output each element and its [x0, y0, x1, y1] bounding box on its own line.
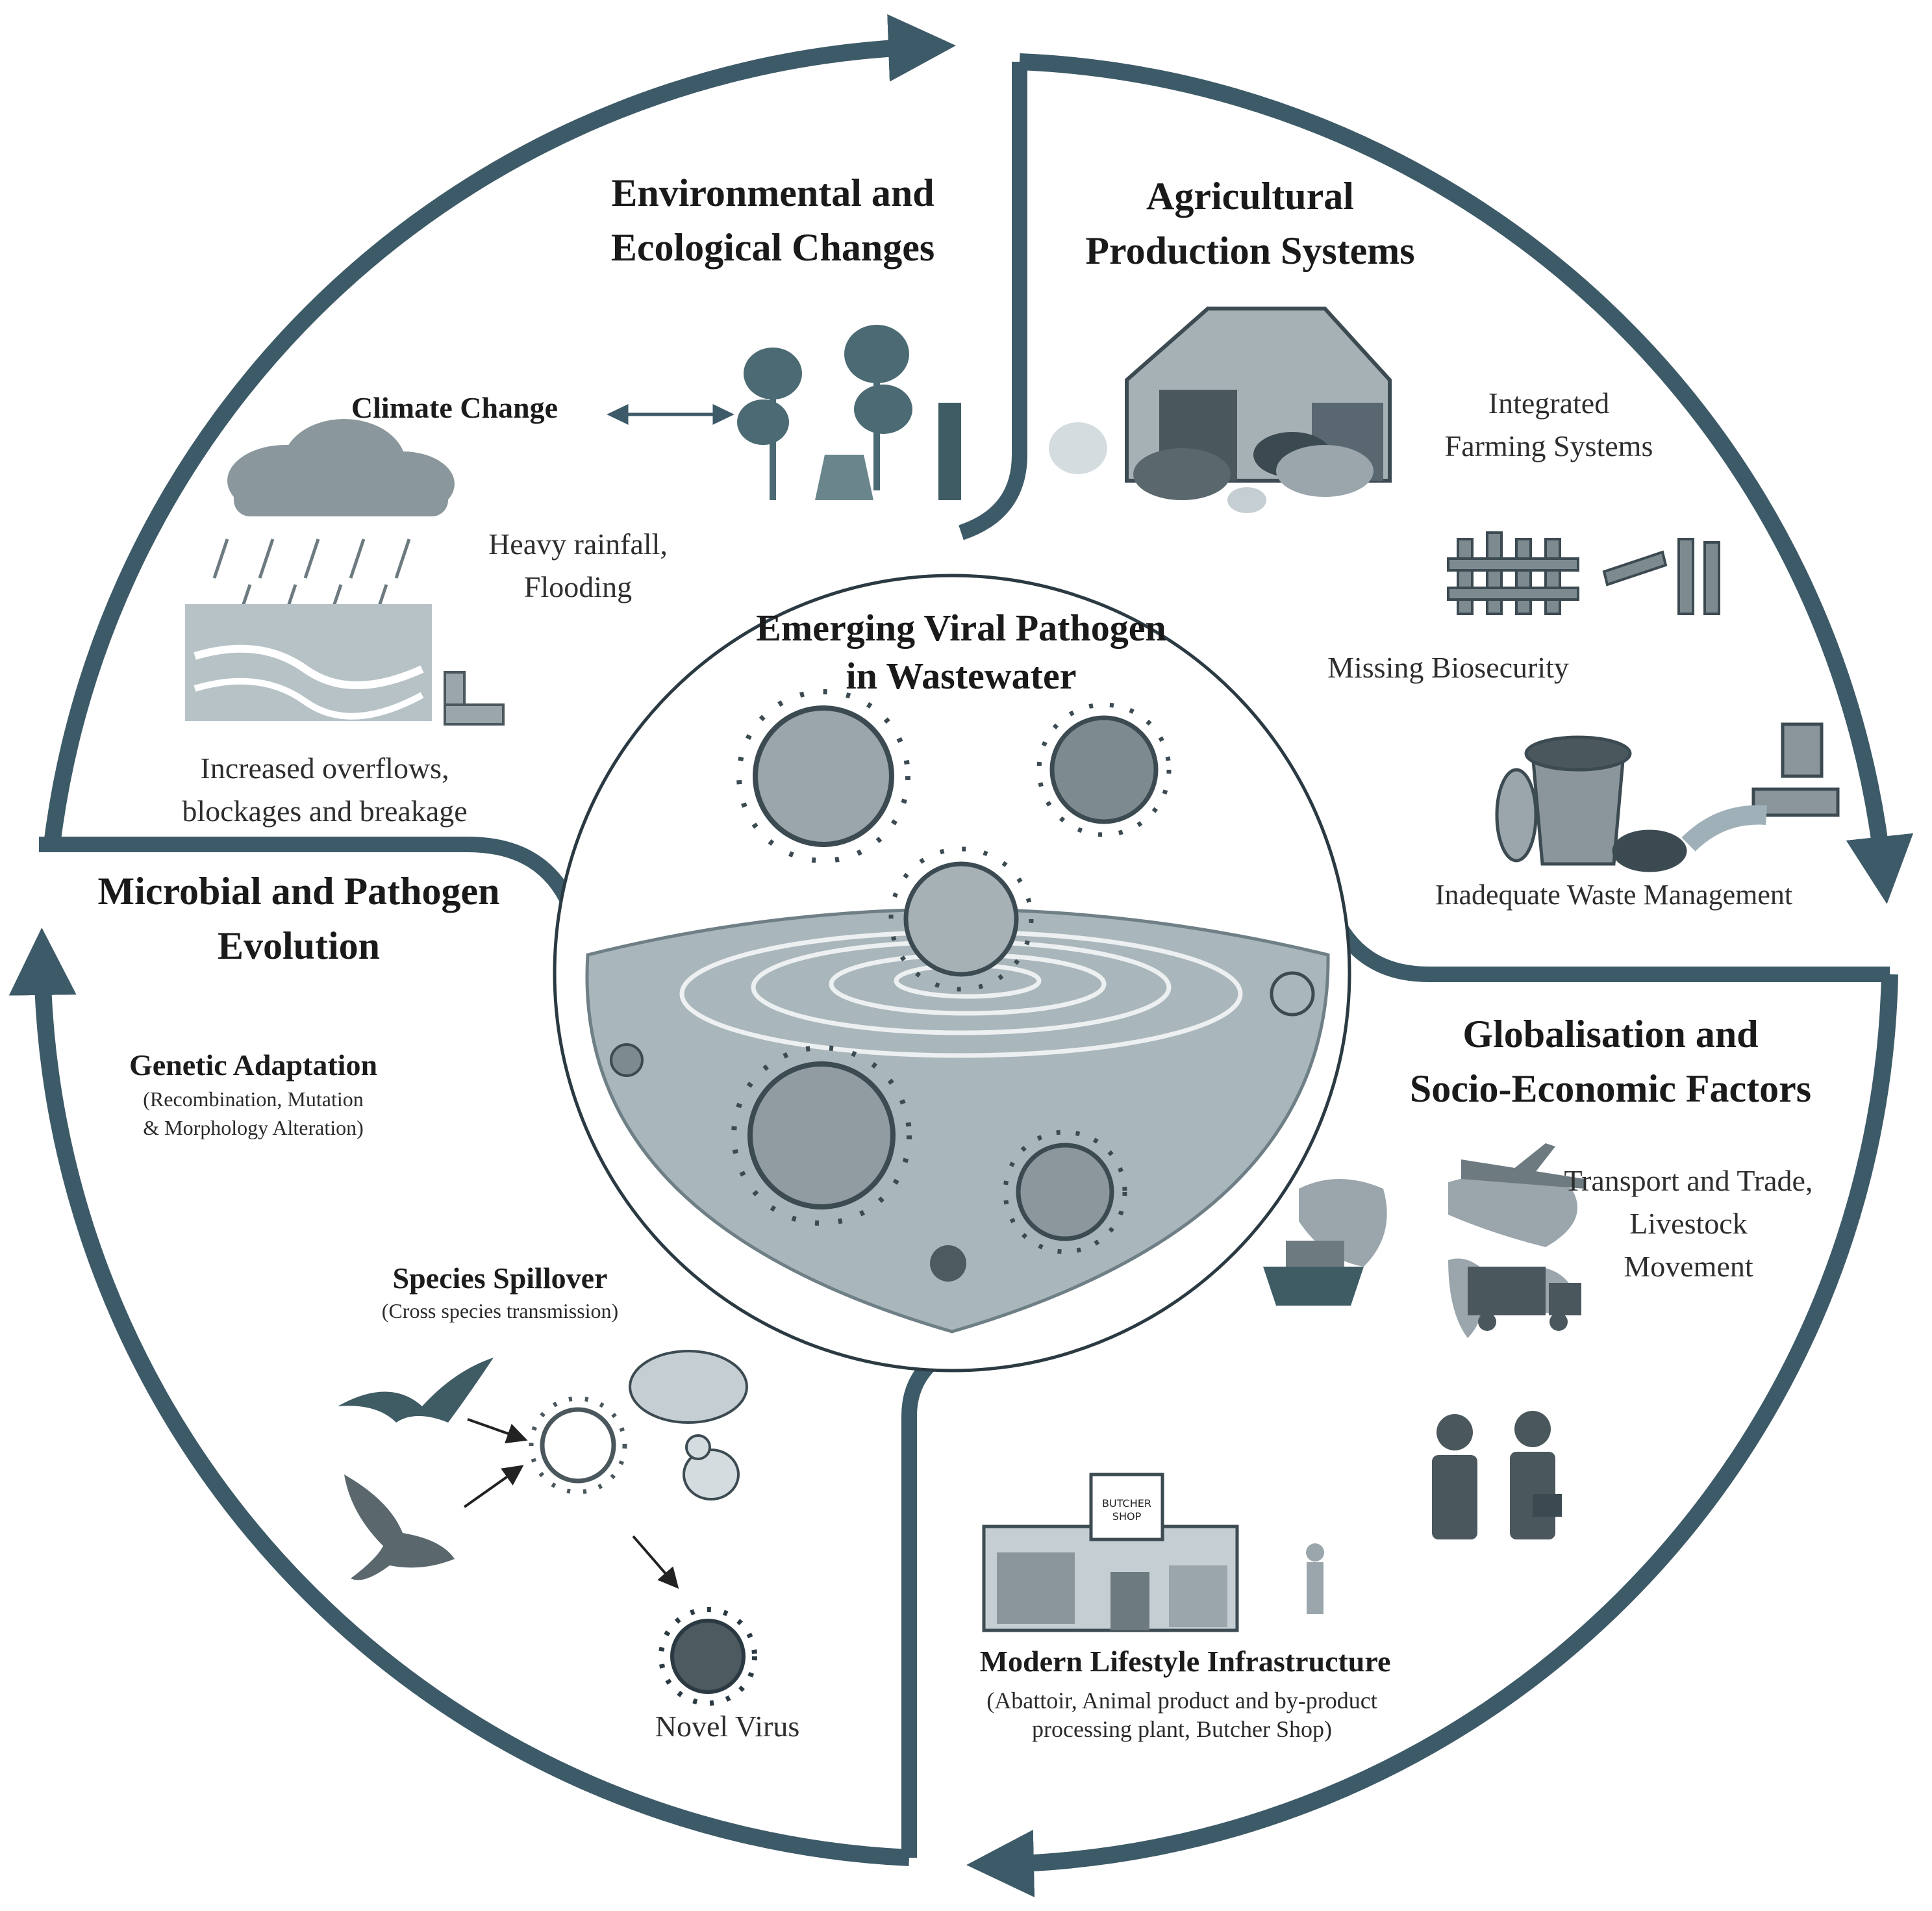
lifestyle-note: (Abattoir, Animal product and by-product… [986, 1688, 1377, 1742]
bat-icon [338, 1358, 494, 1423]
divider-bottom [901, 1330, 983, 1858]
double-arrow-icon [607, 404, 734, 425]
pig-icon [629, 1350, 748, 1424]
novel-virus-label: Novel Virus [655, 1710, 800, 1743]
virus-medium-2 [1003, 1130, 1127, 1254]
virus-center [888, 846, 1034, 992]
cloud-icon [227, 419, 455, 516]
truck-icon [1468, 1267, 1581, 1331]
lifestyle-label: Modern Lifestyle Infrastructure [979, 1645, 1391, 1678]
center-title: Emerging Viral Pathogen in Wastewater [756, 607, 1166, 697]
arrow-left [8, 928, 910, 1866]
virus-small [610, 971, 1315, 1282]
airplane-icon [1461, 1143, 1585, 1189]
handshake-icon [1432, 1411, 1562, 1539]
species-spillover-label: Species Spillover [392, 1261, 608, 1295]
overflows-label: Increased overflows, blockages and break… [182, 752, 468, 828]
broken-fence-icon [1447, 531, 1720, 615]
spillover-arrows [463, 1418, 679, 1589]
species-spillover-note: (Cross species transmission) [381, 1299, 619, 1323]
center-hub [553, 574, 1351, 1373]
arrow-top [44, 14, 956, 846]
cycle-arrows [8, 14, 1914, 1897]
virus-medium-1 [1036, 702, 1172, 837]
divider-top [959, 62, 1027, 540]
virus-large-2 [731, 1045, 912, 1226]
environment-illustrations [185, 325, 961, 726]
rainfall-label: Heavy rainfall, Flooding [488, 527, 668, 603]
arrow-right [1019, 53, 1914, 904]
globalisation-title: Globalisation and Socio-Economic Factors [1409, 1013, 1812, 1110]
genetic-adaptation-note: (Recombination, Mutation & Morphology Al… [143, 1087, 364, 1139]
agricultural-title: Agricultural Production Systems [1085, 175, 1415, 272]
factory-pipe-icon [1681, 722, 1840, 852]
environmental-title: Environmental and Ecological Changes [610, 171, 935, 269]
missing-biosecurity-label: Missing Biosecurity [1327, 651, 1569, 684]
flood-icon [185, 604, 432, 721]
agriculture-illustrations [1049, 307, 1840, 872]
ship-icon [1263, 1241, 1364, 1306]
trash-can-icon [1495, 735, 1687, 872]
chicken-icon [683, 1434, 740, 1500]
spillover-virus-icon [529, 1396, 627, 1495]
microbial-illustrations [338, 1350, 757, 1706]
integrated-farming-label: Integrated Farming Systems [1444, 386, 1653, 462]
waste-management-label: Inadequate Waste Management [1435, 879, 1793, 911]
livestock-icon [1049, 422, 1374, 513]
genetic-adaptation-label: Genetic Adaptation [129, 1048, 378, 1082]
arrow-bottom [966, 974, 1898, 1897]
novel-virus-icon [659, 1607, 757, 1706]
transport-trade-label: Transport and Trade, Livestock Movement [1564, 1164, 1813, 1283]
microbial-title: Microbial and Pathogen Evolution [97, 870, 500, 967]
bird-icon [344, 1474, 455, 1580]
climate-change-label: Climate Change [351, 391, 558, 424]
tree-icon [737, 325, 961, 500]
pipe-icon [444, 671, 505, 726]
divider-right [1324, 906, 1890, 982]
virus-large-1 [736, 689, 910, 863]
